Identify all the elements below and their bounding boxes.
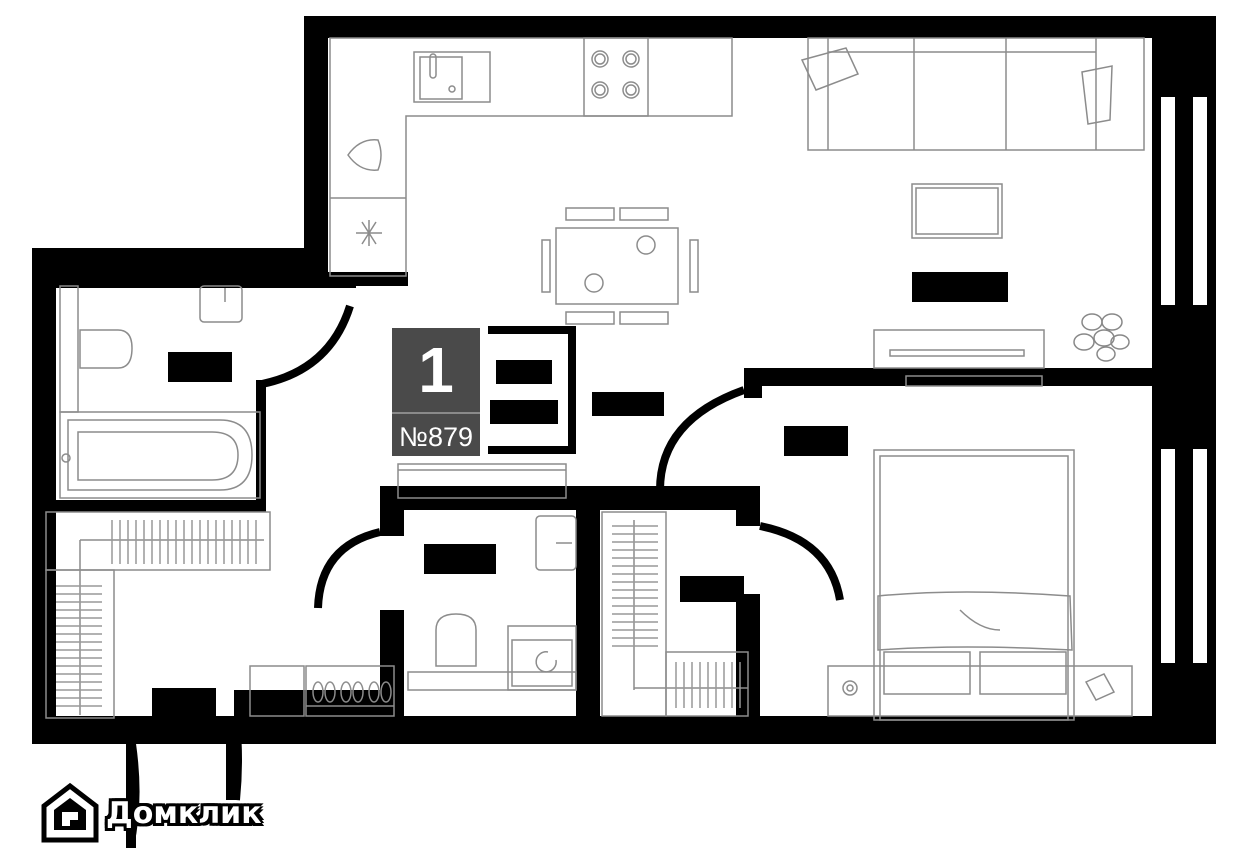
area-label-kitchen-living: [912, 272, 1008, 302]
area-label-bedroom: [784, 426, 848, 456]
apartment-badge: 1 №879: [392, 328, 480, 456]
area-label-corridor: [592, 392, 664, 416]
logo-text: Домклик: [106, 795, 262, 831]
rooms-count: 1: [418, 334, 454, 406]
hangers: [56, 520, 741, 708]
area-label-hallway: [152, 688, 216, 718]
apartment-number: №879: [398, 422, 473, 452]
area-label-total: [496, 360, 552, 384]
area-label-wardrobe: [680, 576, 744, 602]
furniture: [45, 37, 1145, 721]
area-label-bathroom: [168, 352, 232, 382]
badge-divider: [392, 412, 480, 414]
area-label-toilet: [424, 544, 496, 574]
house-logo-icon: [41, 782, 99, 843]
domclick-logo: Домклик: [40, 778, 262, 848]
area-label-living: [490, 400, 558, 424]
